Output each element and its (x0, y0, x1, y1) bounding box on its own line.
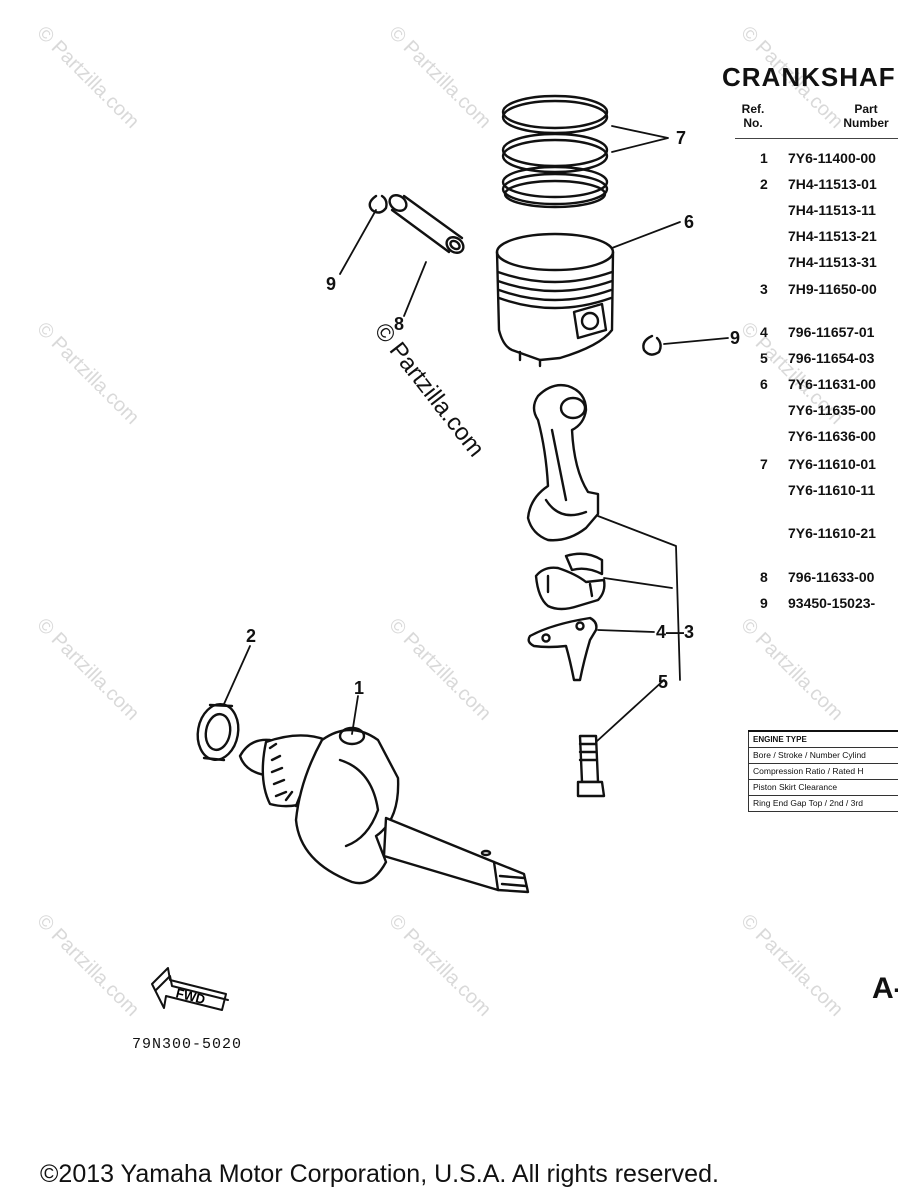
parts-row: 8 796-11633-00 (760, 569, 874, 587)
callout-8: 8 (394, 314, 405, 334)
piston-rings-illustration (501, 94, 609, 209)
piston-illustration (495, 232, 615, 368)
part-number: 7Y6-11610-01 (788, 456, 876, 472)
parts-row: 4 796-11657-01 (760, 324, 874, 342)
parts-row: 7H4-11513-31 (760, 254, 877, 272)
part-number: 7H4-11513-01 (788, 176, 877, 192)
column-header-ref: Ref. No. (741, 102, 765, 130)
copyright-notice: ©2013 Yamaha Motor Corporation, U.S.A. A… (40, 1160, 719, 1188)
rod-cap-illustration (534, 552, 606, 611)
parts-row: 1 7Y6-11400-00 (760, 150, 876, 168)
leader-lines (223, 125, 729, 743)
ref-number: 3 (760, 281, 768, 297)
figure-code: 79N300-5020 (132, 1036, 243, 1053)
ref-number: 9 (760, 595, 768, 611)
ref-number: 6 (760, 376, 768, 392)
part-number: 7Y6-11610-21 (788, 525, 876, 541)
parts-row: 5 796-11654-03 (760, 350, 874, 368)
parts-row: 7Y6-11635-00 (760, 402, 876, 420)
parts-row: 7Y6-11610-21 (760, 525, 876, 543)
callout-9-left: 9 (326, 274, 337, 294)
fwd-label: FWD (174, 985, 206, 1007)
callout-5: 5 (658, 672, 669, 692)
parts-row: 2 7H4-11513-01 (760, 176, 877, 194)
parts-row: 7H4-11513-21 (760, 228, 877, 246)
page-title: CRANKSHAF (722, 62, 896, 92)
parts-row: 7H4-11513-11 (760, 202, 876, 220)
spec-table-header: ENGINE TYPE (748, 732, 898, 748)
column-header-part: Part Number (843, 102, 889, 130)
callout-2: 2 (246, 626, 257, 646)
part-number: 7H4-11513-31 (788, 254, 877, 270)
page-code: A- (872, 972, 898, 1005)
lock-washer-illustration (527, 616, 598, 682)
ref-number: 4 (760, 324, 768, 340)
spec-row: Bore / Stroke / Number Cylind (748, 748, 898, 764)
callout-6: 6 (684, 212, 695, 232)
ref-number: 2 (760, 176, 768, 192)
part-number: 7Y6-11610-11 (788, 482, 876, 498)
part-number: 7Y6-11635-00 (788, 402, 876, 418)
callout-7: 7 (676, 128, 687, 148)
part-number: 7H4-11513-21 (788, 228, 877, 244)
parts-row: 9 93450-15023- (760, 595, 875, 613)
callout-1: 1 (354, 678, 365, 698)
part-number: 796-11657-01 (788, 324, 875, 340)
piston-pin-illustration (388, 194, 465, 254)
spec-row: Piston Skirt Clearance (748, 780, 898, 796)
part-number: 7Y6-11400-00 (788, 150, 876, 166)
engine-spec-table: ENGINE TYPE Bore / Stroke / Number Cylin… (748, 730, 898, 812)
part-number: 796-11633-00 (788, 569, 875, 585)
connecting-rod-illustration (526, 383, 600, 542)
part-number: 796-11654-03 (788, 350, 875, 366)
ref-number: 5 (760, 350, 768, 366)
oil-seal-illustration (196, 703, 240, 762)
circlip-left-illustration (368, 194, 388, 214)
part-number: 93450-15023- (788, 595, 876, 611)
part-number: 7Y6-11636-00 (788, 428, 876, 444)
part-number: 7Y6-11631-00 (788, 376, 876, 392)
fwd-arrow-icon (151, 967, 229, 1011)
part-number: 7H4-11513-11 (788, 202, 876, 218)
ref-number: 1 (760, 150, 768, 166)
spec-row: Compression Ratio / Rated H (748, 764, 898, 780)
parts-row: 7Y6-11610-11 (760, 482, 875, 500)
crankshaft-illustration (238, 726, 530, 894)
spec-row: Ring End Gap Top / 2nd / 3rd (748, 796, 898, 812)
ref-number: 7 (760, 456, 768, 472)
header-divider (735, 138, 898, 139)
parts-row: 3 7H9-11650-00 (760, 281, 877, 299)
ref-number: 8 (760, 569, 768, 585)
rod-bolt-illustration (576, 734, 606, 798)
callout-9-right: 9 (730, 328, 741, 348)
circlip-right-illustration (642, 334, 662, 356)
parts-row: 7Y6-11636-00 (760, 428, 876, 446)
parts-row: 7 7Y6-11610-01 (760, 456, 876, 474)
part-number: 7H9-11650-00 (788, 281, 877, 297)
callout-4-3: 4—3 (656, 622, 695, 642)
parts-row: 6 7Y6-11631-00 (760, 376, 876, 394)
